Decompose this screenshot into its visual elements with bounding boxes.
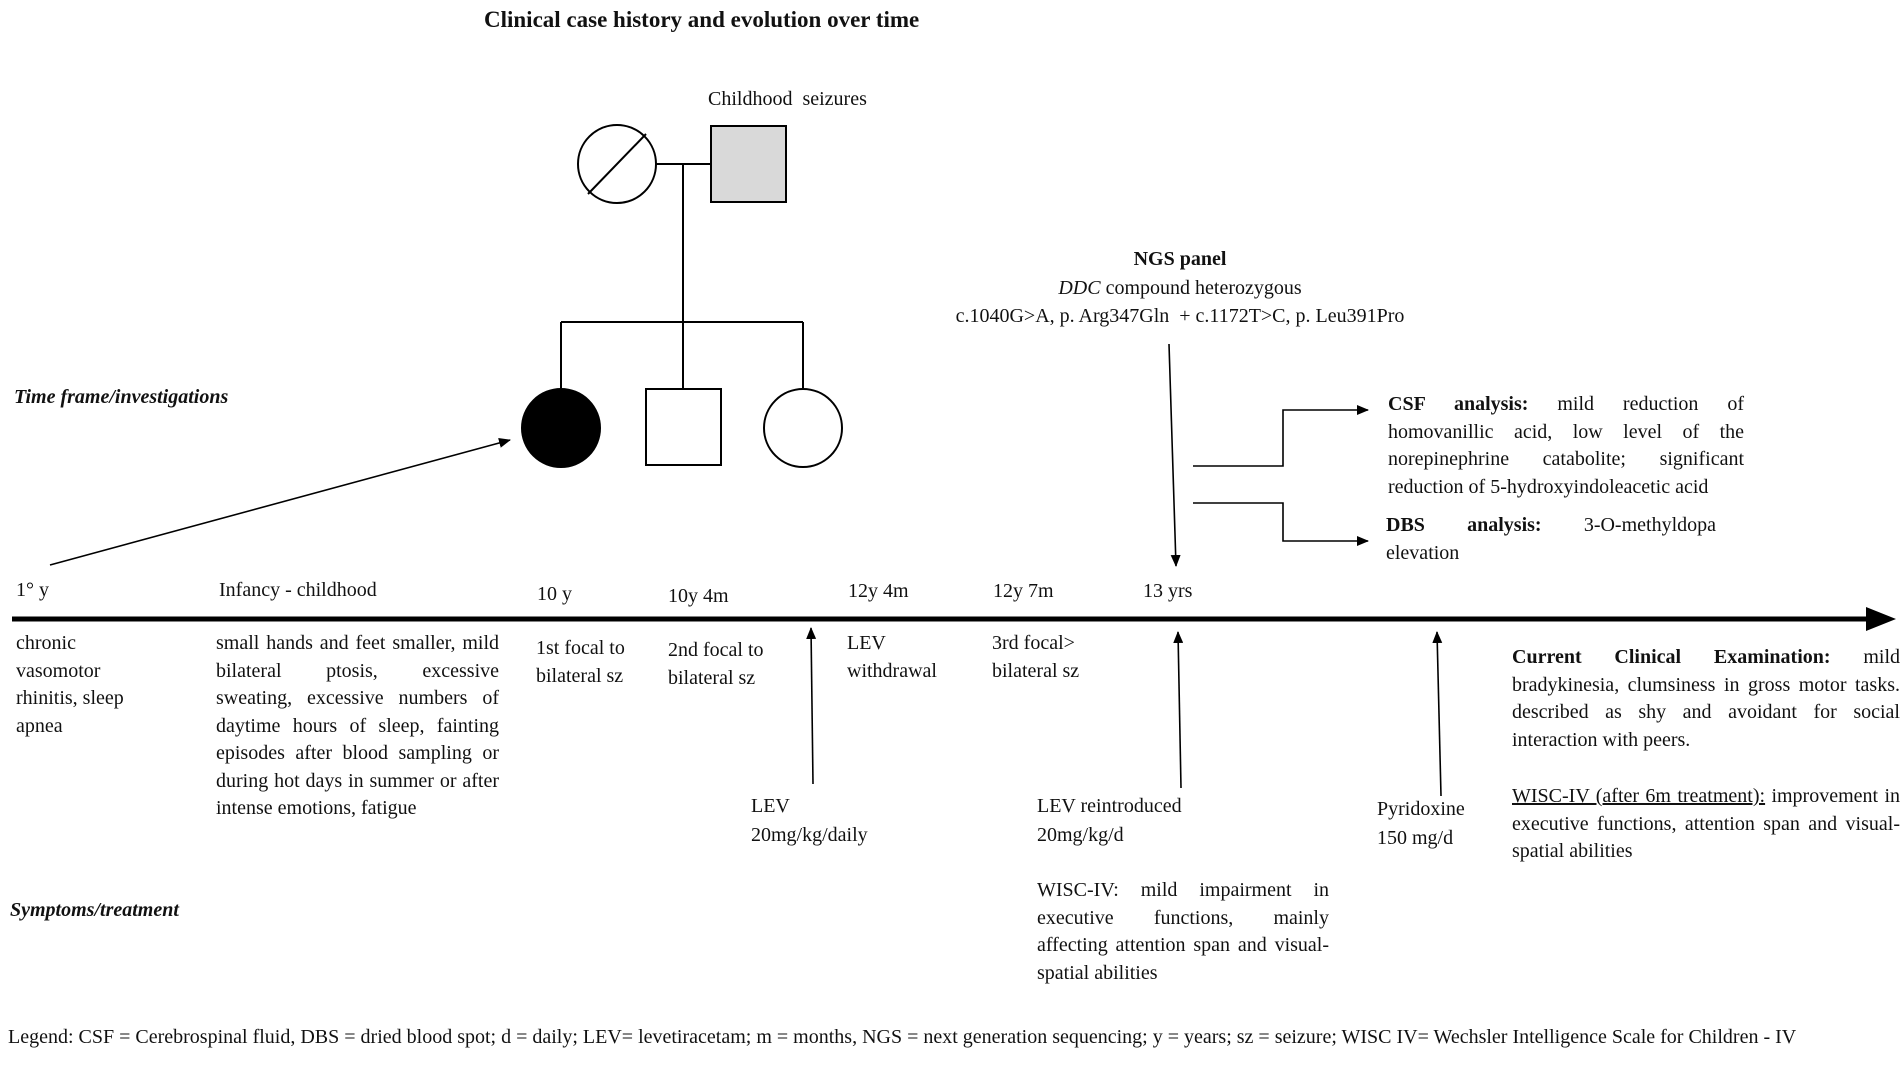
lev-arrow xyxy=(806,627,817,785)
seizure-2: 2nd focal to bilateral sz xyxy=(668,639,764,689)
ngs-heading: NGS panel xyxy=(1133,248,1227,270)
lev-withdrawal: LEV withdrawal xyxy=(847,632,937,682)
father-label: Childhood seizures xyxy=(708,88,867,110)
ngs-arrow xyxy=(1168,343,1181,567)
brother-symbol xyxy=(645,388,722,466)
dbs-arrow xyxy=(1193,502,1369,546)
lev-reintroduced-label: LEV reintroduced xyxy=(1037,795,1182,817)
seizure-3: 3rd focal> bilateral sz xyxy=(992,632,1080,682)
pyridoxine-arrow xyxy=(1432,631,1443,797)
csf-text: mild reduction of homovanillic acid, low… xyxy=(1388,393,1744,498)
seizure-1: 1st focal to bilateral sz xyxy=(536,637,625,687)
timeline-arrowhead xyxy=(1866,607,1896,631)
lev-reintroduced-arrow xyxy=(1173,631,1184,789)
lev-start-label: LEV xyxy=(751,795,790,817)
lev-start-dose: 20mg/kg/daily xyxy=(751,824,868,846)
pyridoxine-dose: 150 mg/d xyxy=(1377,827,1454,849)
symptoms-infancy: small hands and feet smaller, mild bilat… xyxy=(216,632,499,819)
timepoint-10y4m: 10y 4m xyxy=(668,585,729,607)
dbs-analysis: DBS analysis: 3-O-methyldopa elevation xyxy=(1386,512,1716,567)
section-label-top: Time frame/investigations xyxy=(14,386,229,408)
legend: Legend: CSF = Cerebrospinal fluid, DBS =… xyxy=(8,1026,1797,1048)
ngs-variants: c.1040G>A, p. Arg347Gln + c.1172T>C, p. … xyxy=(955,305,1405,327)
pedigree-chart xyxy=(521,124,843,468)
mother-deceased-slash xyxy=(587,133,647,195)
csf-label: CSF analysis: xyxy=(1388,393,1529,415)
wisc-iv-followup: WISC-IV (after 6m treatment): improvemen… xyxy=(1512,783,1900,866)
symptoms-1y: chronic vasomotor rhinitis, sleep apnea xyxy=(16,632,124,737)
timepoint-12y4m: 12y 4m xyxy=(848,580,909,602)
ngs-gene-desc: compound heterozygous xyxy=(1100,276,1302,299)
lev-reintroduced-dose: 20mg/kg/d xyxy=(1037,824,1124,846)
current-exam-text: mild bradykinesia, clumsiness in gross m… xyxy=(1512,646,1901,751)
section-label-bottom: Symptoms/treatment xyxy=(10,899,179,921)
ngs-gene: DDC xyxy=(1058,276,1101,299)
wisc-followup-text: improvement in executive functions, atte… xyxy=(1512,785,1901,862)
wisc-followup-label: WISC-IV (after 6m treatment): xyxy=(1512,785,1766,807)
timepoint-infancy: Infancy - childhood xyxy=(219,579,377,601)
diagram-title: Clinical case history and evolution over… xyxy=(484,7,920,32)
timepoint-13yrs: 13 yrs xyxy=(1143,580,1193,602)
wisc-iv-initial: WISC-IV: mild impairment in executive fu… xyxy=(1037,879,1329,984)
pyridoxine-label: Pyridoxine xyxy=(1377,798,1465,820)
csf-analysis: CSF analysis: mild reduction of homovani… xyxy=(1388,391,1744,501)
sister-symbol xyxy=(763,388,843,468)
proband-symbol xyxy=(521,388,601,468)
current-clinical-exam: Current Clinical Examination: mild brady… xyxy=(1512,644,1900,754)
dbs-text: 3-O-methyldopa elevation xyxy=(1386,514,1716,564)
csf-arrow xyxy=(1193,405,1369,467)
timepoint-12y7m: 12y 7m xyxy=(993,580,1054,602)
ngs-block: NGS panel DDC compound heterozygous c.10… xyxy=(900,245,1460,331)
proband-arrow xyxy=(49,438,511,566)
dbs-label: DBS analysis: xyxy=(1386,514,1542,536)
ngs-gene-line: DDC compound heterozygous xyxy=(900,274,1460,303)
father-symbol xyxy=(710,125,787,203)
current-exam-label: Current Clinical Examination: xyxy=(1512,646,1831,668)
timepoint-10y: 10 y xyxy=(537,583,572,605)
timepoint-1y: 1° y xyxy=(16,579,49,601)
